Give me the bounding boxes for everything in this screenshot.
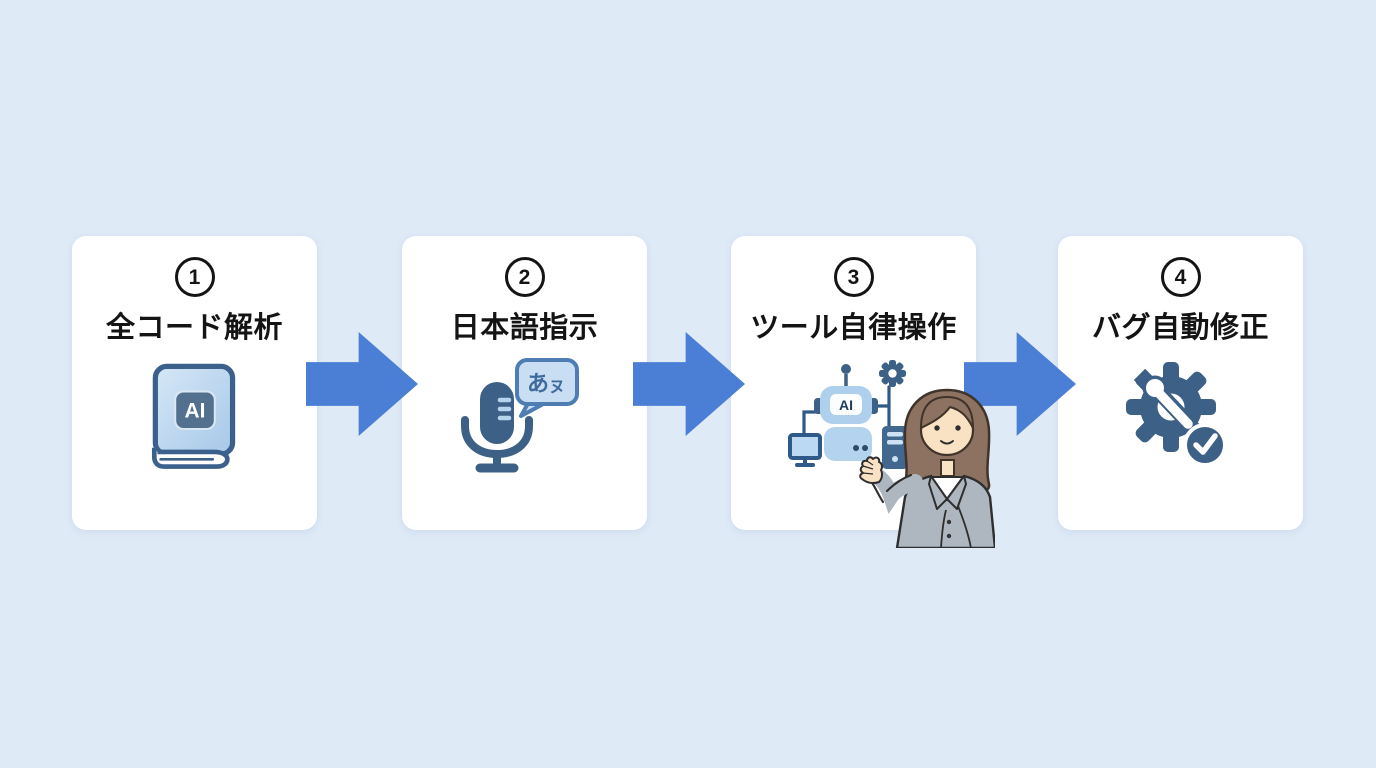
robot-devices-icon: AI xyxy=(788,360,908,469)
book-ai-label: AI xyxy=(185,400,206,423)
ai-book-icon: AI xyxy=(151,363,236,469)
bubble-text: あヌ xyxy=(527,371,565,396)
check-circle-icon xyxy=(1183,423,1227,467)
wrench-icon xyxy=(1133,368,1198,433)
step-title: 全コード解析 xyxy=(105,312,283,344)
flow-arrow-icon xyxy=(633,332,745,436)
step-card-1: 1 全コード解析 AI xyxy=(72,236,317,530)
step-number-badge: 2 xyxy=(504,257,545,297)
server-tower-icon xyxy=(882,426,908,469)
monitor-icon xyxy=(788,433,822,467)
step-number-badge: 4 xyxy=(1160,257,1201,297)
gear-wrench-check-icon xyxy=(1126,362,1227,467)
step-number-badge: 1 xyxy=(174,257,215,297)
step-number-badge: 3 xyxy=(833,257,874,297)
microphone-speech-bubble-icon: あヌ xyxy=(461,358,579,473)
robot-ai-label: AI xyxy=(839,397,853,413)
step-title: 日本語指示 xyxy=(450,312,599,344)
step-card-2: 2 日本語指示 あヌ xyxy=(402,236,647,530)
presenter-woman-illustration xyxy=(859,388,995,548)
step-title: ツール自律操作 xyxy=(750,312,957,344)
step-title: バグ自動修正 xyxy=(1091,312,1269,344)
small-gear-icon xyxy=(879,360,906,387)
step-card-4: 4 バグ自動修正 xyxy=(1058,236,1303,530)
